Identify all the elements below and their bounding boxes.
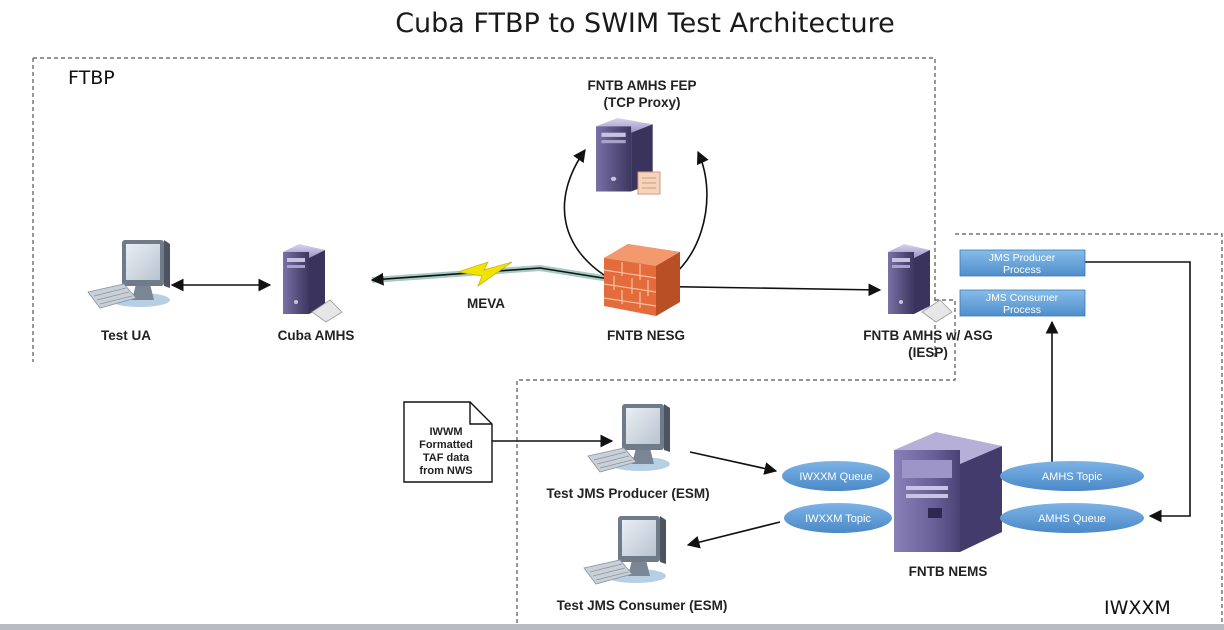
iwxxm-topic-node: IWXXM Topic [784,503,892,533]
ftbp-region-border [32,57,936,362]
nems-server-icon [894,432,1002,552]
iwxxm-region-border [955,233,1223,628]
server-icon [283,244,325,314]
jms-producer-process-line1: JMS Producer [989,252,1056,264]
ftbp-iwxxm-divider [516,299,956,628]
diagram-title: Cuba FTBP to SWIM Test Architecture [395,8,895,39]
region-label-iwxxm: IWXXM [1104,597,1171,619]
document-icon [921,299,953,323]
doc-line-2: Formatted [419,439,473,451]
jms-consumer-process-box: JMS Consumer Process [959,289,1086,317]
lightning-icon [457,261,513,288]
label-test-jms-producer: Test JMS Producer (ESM) [546,486,709,501]
doc-line-1: IWWM [430,426,463,438]
meva-link [370,267,629,286]
label-fep-line2: (TCP Proxy) [603,95,680,110]
label-cuba-amhs: Cuba AMHS [278,328,355,343]
link-producer-queue [689,451,778,475]
iwxxm-topic-label: IWXXM Topic [805,513,871,525]
label-test-ua: Test UA [101,328,151,343]
amhs-topic-label: AMHS Topic [1042,471,1103,483]
doc-line-3: TAF data [423,452,470,464]
label-test-jms-consumer: Test JMS Consumer (ESM) [557,598,728,613]
iwxxm-queue-label: IWXXM Queue [799,471,872,483]
loop-nesg-to-fep [563,148,613,281]
label-fntb-nems: FNTB NEMS [909,564,988,579]
workstation-icon [87,239,171,309]
bottom-strip [0,624,1224,630]
amhs-queue-node: AMHS Queue [1000,503,1144,533]
firewall-icon [603,244,680,316]
label-asg-line2: (IESP) [908,345,948,360]
jms-consumer-process-line1: JMS Consumer [986,292,1059,304]
label-meva: MEVA [467,296,505,311]
jms-consumer-process-line2: Process [1003,304,1041,316]
proxy-icon [637,171,661,195]
workstation-icon [583,515,667,585]
server-icon [888,244,930,314]
link-topic-consumer [686,521,781,549]
iwxxm-queue-node: IWXXM Queue [782,461,890,491]
doc-line-4: from NWS [419,465,472,477]
label-asg-line1: FNTB AMHS w/ ASG [863,328,993,343]
jms-producer-process-line2: Process [1003,264,1041,276]
label-fep-line1: FNTB AMHS FEP [588,78,697,93]
link-producerprocess-amhsqueue [1085,261,1191,523]
workstation-icon [587,403,671,473]
jms-producer-process-box: JMS Producer Process [959,249,1086,277]
amhs-topic-node: AMHS Topic [1000,461,1144,491]
document-icon [311,299,343,323]
amhs-queue-label: AMHS Queue [1038,513,1106,525]
region-label-ftbp: FTBP [68,67,115,89]
label-fntb-nesg: FNTB NESG [607,328,685,343]
document-icon [403,401,493,483]
